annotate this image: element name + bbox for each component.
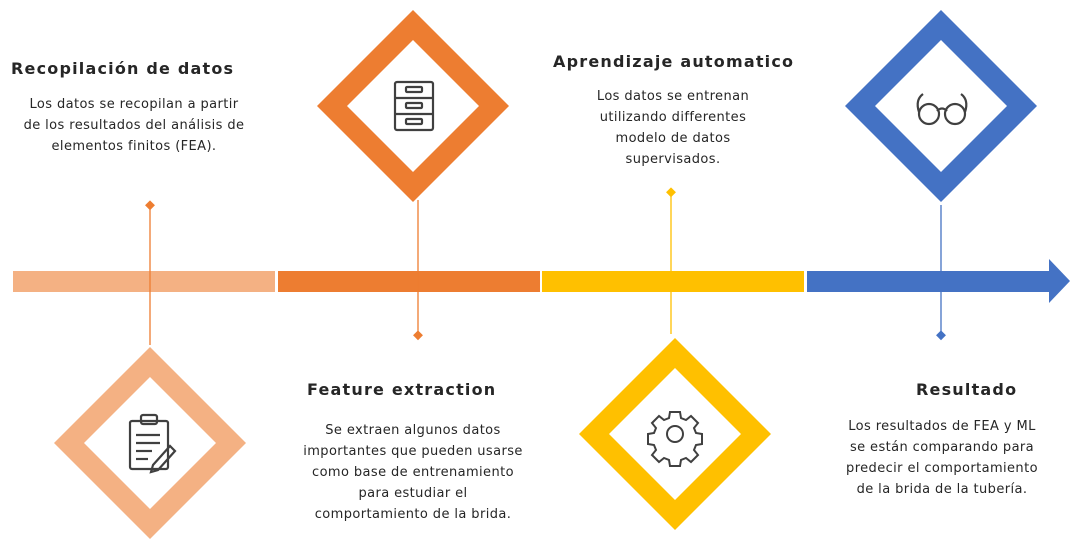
step-1-description: Los datos se recopilan a partir de los r… bbox=[23, 97, 245, 154]
step-3-diamond bbox=[577, 336, 773, 532]
timeline-segment-2 bbox=[278, 271, 540, 292]
step-2-description: Se extraen algunos datos importantes que… bbox=[303, 423, 523, 522]
step-3-title: Aprendizaje automatico bbox=[553, 52, 795, 71]
step-1-title: Recopilación de datos bbox=[11, 59, 235, 78]
timeline-arrowhead bbox=[1049, 259, 1070, 303]
step-4-description: Los resultados de FEA y ML se están comp… bbox=[846, 419, 1038, 497]
step-2-title: Feature extraction bbox=[307, 380, 497, 399]
timeline-segment-3 bbox=[542, 271, 804, 292]
step-2-diamond bbox=[315, 8, 511, 204]
timeline-segment-4 bbox=[807, 271, 1050, 292]
step-4-diamond bbox=[843, 8, 1039, 204]
connector-dot-1 bbox=[145, 200, 155, 211]
glasses-icon bbox=[916, 93, 968, 126]
timeline-segment-1 bbox=[13, 271, 275, 292]
step-3-description: Los datos se entrenan utilizando differe… bbox=[596, 89, 750, 167]
filing-cabinet-icon bbox=[393, 80, 435, 132]
step-1-diamond bbox=[52, 345, 248, 541]
step-4-title: Resultado bbox=[916, 380, 1018, 399]
gear-icon bbox=[647, 411, 703, 467]
connector-dot-4 bbox=[936, 330, 946, 341]
connector-dot-2 bbox=[413, 330, 423, 341]
connector-dot-3 bbox=[666, 187, 676, 198]
clipboard-icon bbox=[128, 413, 177, 474]
